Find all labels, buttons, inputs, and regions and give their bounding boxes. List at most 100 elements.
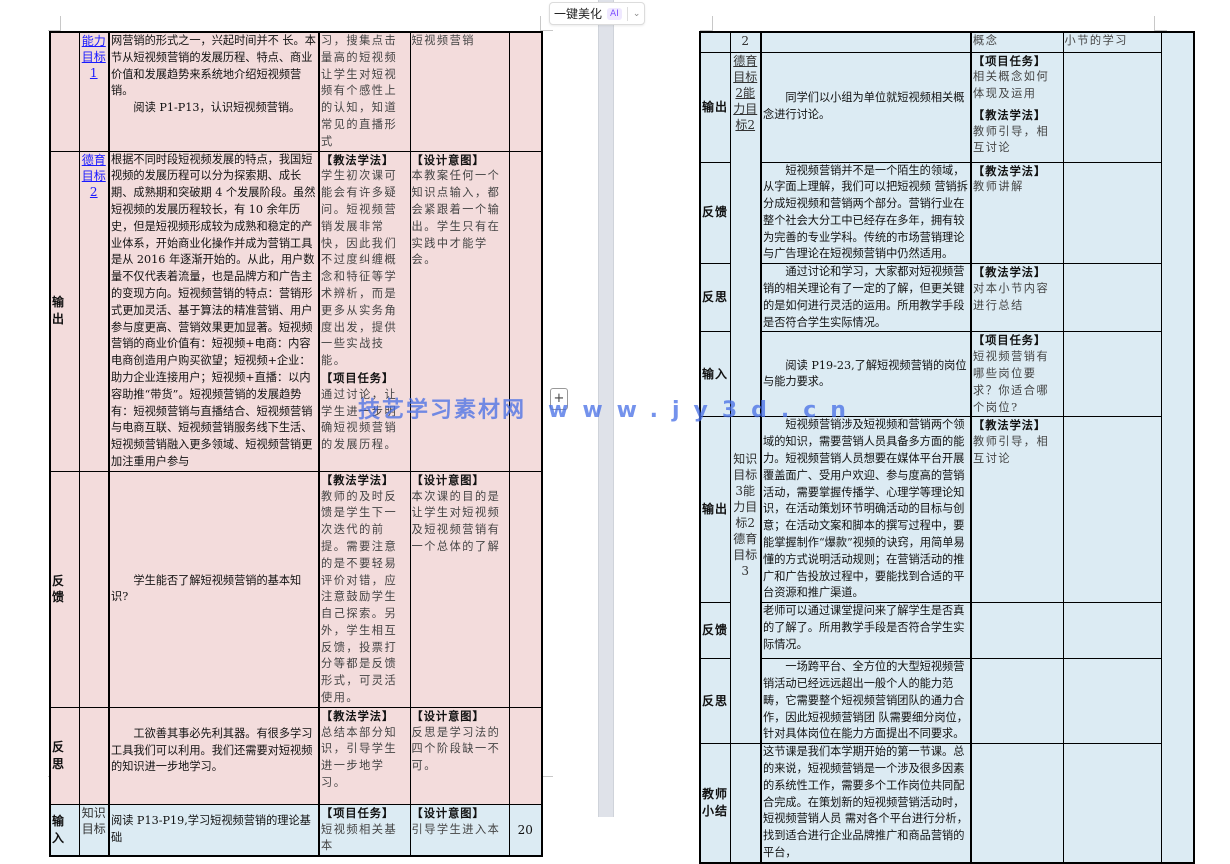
stage-cell: 反思	[699, 658, 731, 745]
design-cell: 短视频营销	[409, 31, 510, 152]
time-cell: 25 10	[1160, 31, 1195, 864]
method-cell: 习，搜集点击量高的短视频让学生对短视频有个感性上的认知，知道常见的直播形式	[318, 31, 411, 152]
content-cell: 这节课是我们本学期开始的第一节课。总的来说，短视频营销是一个涉及很多因素的系统性…	[760, 743, 972, 864]
time-cell	[508, 706, 543, 805]
method-cell: 概念	[970, 31, 1064, 53]
method-cell: 【项目任务】短视频营销有哪些岗位要求？你适合哪个岗位?	[970, 331, 1064, 418]
table-row: 输出 德育目标2 根据不同时段短视频发展的特点，我国短视频的发展历程可以分为探索…	[49, 150, 543, 472]
content-cell: 阅读 P13-P19,学习短视频营销的理论基础	[108, 803, 320, 857]
page-gutter-scroll	[598, 0, 614, 817]
goal-cell: 德育目标2能力目标2	[729, 51, 762, 418]
stage-cell: 输出	[49, 150, 80, 472]
method-cell: 【教法学法】教师讲解	[970, 161, 1064, 265]
stage-cell: 输出	[699, 51, 731, 163]
goal-cell: 能力目标1	[78, 31, 110, 152]
lesson-plan-table: 2 概念 小节的学习 25 10 输出 德育目标2能力目标2 同学们以小组为单位…	[699, 31, 1195, 864]
table-row: 反思 工欲善其事必先利其器。有很多学习工具我们可以利用。我们还需要对短视频的知识…	[49, 706, 543, 805]
lesson-plan-table: 能力目标1 网营销的形式之一，兴起时间并不 长。本节从短视频营销的发展历程、特点…	[49, 31, 543, 858]
content-cell: 老师可以通过课堂提问来了解学生是否真的了解了。所用教学手段是否符合学生实际情况。	[760, 602, 972, 660]
content-cell: 工欲善其事必先利其器。有很多学习工具我们可以利用。我们还需要对短视频的知识进一步…	[108, 706, 320, 805]
table-row: 反馈 短视频营销并不是一个陌生的领域，从字面上理解，我们可以把短视频 营销拆分成…	[699, 161, 1194, 265]
stage-cell: 输入	[699, 331, 731, 418]
table-row: 反思 一场跨平台、全方位的大型短视频营销活动已经远远超出一般个人的能力范畴，它需…	[699, 658, 1194, 745]
design-cell	[1062, 161, 1162, 265]
goal-cell: 知识目标	[78, 803, 110, 857]
design-cell: 【设计意图】引导学生进入本	[409, 803, 510, 857]
method-cell: 【项目任务】相关概念如何体现及运用【教法学法】教师引导，相互讨论	[970, 51, 1064, 163]
page-corner-mark	[48, 16, 61, 31]
insert-plus-button[interactable]: +	[550, 388, 568, 410]
time-cell: 20	[508, 803, 543, 857]
table-row: 反馈 老师可以通过课堂提问来了解学生是否真的了解了。所用教学手段是否符合学生实际…	[699, 602, 1194, 660]
method-cell: 【项目任务】短视频相关基本	[318, 803, 411, 857]
design-cell	[1062, 602, 1162, 660]
design-cell	[1062, 743, 1162, 864]
design-cell: 【设计意图】本教案任何一个知识点输入，都会紧跟着一个输出。学生只有在实践中才能学…	[409, 150, 510, 472]
toolbar-divider	[626, 6, 628, 21]
stage-cell: 反思	[49, 706, 80, 805]
document-page-4: 4 2 概念 小节的学习 25 10 输出 德育目标2能力目标2 同学们以小组为…	[614, 0, 1230, 864]
goal-cell: 德育目标2	[78, 150, 110, 472]
goal-cell	[729, 743, 762, 864]
content-cell: 网营销的形式之一，兴起时间并不 长。本节从短视频营销的发展历程、特点、商业价值和…	[108, 31, 320, 152]
page-corner-mark	[540, 16, 553, 31]
content-cell: 一场跨平台、全方位的大型短视频营销活动已经远远超出一般个人的能力范畴，它需要整个…	[760, 658, 972, 745]
goal-link-ability-1[interactable]: 能力目标1	[81, 34, 106, 80]
design-cell	[1062, 263, 1162, 333]
goal-cell	[78, 706, 110, 805]
time-cell	[508, 150, 543, 472]
content-cell: 短视频营销并不是一个陌生的领域，从字面上理解，我们可以把短视频 营销拆分成短视频…	[760, 161, 972, 265]
time-cell	[508, 31, 543, 152]
design-cell: 小节的学习	[1062, 31, 1162, 53]
design-cell	[1062, 331, 1162, 418]
design-cell	[1062, 658, 1162, 745]
beautify-toolbar: 一键美化 AI ⌄	[549, 2, 646, 25]
stage-cell: 输入	[49, 803, 80, 857]
stage-cell: 输出	[699, 416, 731, 604]
goal-link-moral-2[interactable]: 德育目标2	[81, 152, 106, 199]
method-cell: 【教法学法】教师的及时反馈是学生下一次迭代的前提。需要注意的是不要轻易评价对错，…	[318, 470, 411, 708]
content-cell: 同学们以小组为单位就短视频相关概念进行讨论。	[760, 51, 972, 163]
table-row: 教师小结 这节课是我们本学期开始的第一节课。总的来说，短视频营销是一个涉及很多因…	[699, 743, 1194, 864]
method-cell	[970, 602, 1064, 660]
ai-badge: AI	[607, 7, 622, 20]
method-cell	[970, 743, 1064, 864]
content-cell: 短视频营销涉及短视频和营销两个领域的知识，需要营销人员具备多方面的能力。短视频营…	[760, 416, 972, 604]
stage-cell	[49, 31, 80, 152]
stage-cell: 反馈	[699, 602, 731, 660]
stage-cell: 教师小结	[699, 743, 731, 864]
stage-cell	[699, 31, 731, 53]
method-cell: 【教法学法】总结本部分知识，引导学生进一步地学习。	[318, 706, 411, 805]
document-page-3: 3 能力目标1 网营销的形式之一，兴起时间并不 长。本节从短视频营销的发展历程、…	[0, 0, 598, 858]
method-cell: 【教法学法】教师引导，相互讨论	[970, 416, 1064, 604]
goal-cell: 2	[729, 31, 762, 53]
goal-cell	[78, 470, 110, 708]
content-cell	[760, 31, 972, 53]
time-cell	[508, 470, 543, 708]
design-cell: 【设计意图】本次课的目的是让学生对短视频及短视频营销有一个总体的了解	[409, 470, 510, 708]
design-cell	[1062, 51, 1162, 163]
design-cell: 【设计意图】反思是学习法的四个阶段缺一不可。	[409, 706, 510, 805]
method-cell: 【教法学法】对本小节内容进行总结	[970, 263, 1064, 333]
table-row: 输出 德育目标2能力目标2 同学们以小组为单位就短视频相关概念进行讨论。 【项目…	[699, 51, 1194, 418]
design-cell	[1062, 416, 1162, 604]
stage-cell: 反馈	[49, 470, 80, 708]
content-cell: 阅读 P19-23,了解短视频营销的岗位与能力要求。	[760, 331, 972, 418]
goal-cell: 知识目标3能力目标2德育目标3	[729, 416, 762, 745]
content-cell: 学生能否了解短视频营销的基本知识?	[108, 470, 320, 708]
table-row: 输入 知识目标 阅读 P13-P19,学习短视频营销的理论基础 【项目任务】短视…	[49, 803, 543, 857]
stage-cell: 反思	[699, 263, 731, 333]
page-corner-mark	[1154, 16, 1167, 31]
beautify-button[interactable]: 一键美化	[554, 7, 603, 21]
chevron-down-icon[interactable]: ⌄	[632, 8, 641, 19]
content-cell: 通过讨论和学习，大家都对短视频营销的相关理论有了一定的了解，但更关键的是如何进行…	[760, 263, 972, 333]
method-cell	[970, 658, 1064, 745]
stage-cell: 反馈	[699, 161, 731, 265]
table-row: 能力目标1 网营销的形式之一，兴起时间并不 长。本节从短视频营销的发展历程、特点…	[49, 31, 543, 152]
table-row: 2 概念 小节的学习 25 10	[699, 31, 1195, 864]
table-row: 反思 通过讨论和学习，大家都对短视频营销的相关理论有了一定的了解，但更关键的是如…	[699, 263, 1194, 333]
method-cell: 【教法学法】学生初次课可能会有许多疑问。短视频营销发展非常快，因此我们不过度纠缠…	[318, 150, 411, 472]
table-row: 输出 知识目标3能力目标2德育目标3 短视频营销涉及短视频和营销两个领域的知识，…	[699, 416, 1194, 745]
page-corner-mark	[700, 16, 713, 31]
content-cell: 根据不同时段短视频发展的特点，我国短视频的发展历程可以分为探索期、成长期、成熟期…	[108, 150, 320, 472]
